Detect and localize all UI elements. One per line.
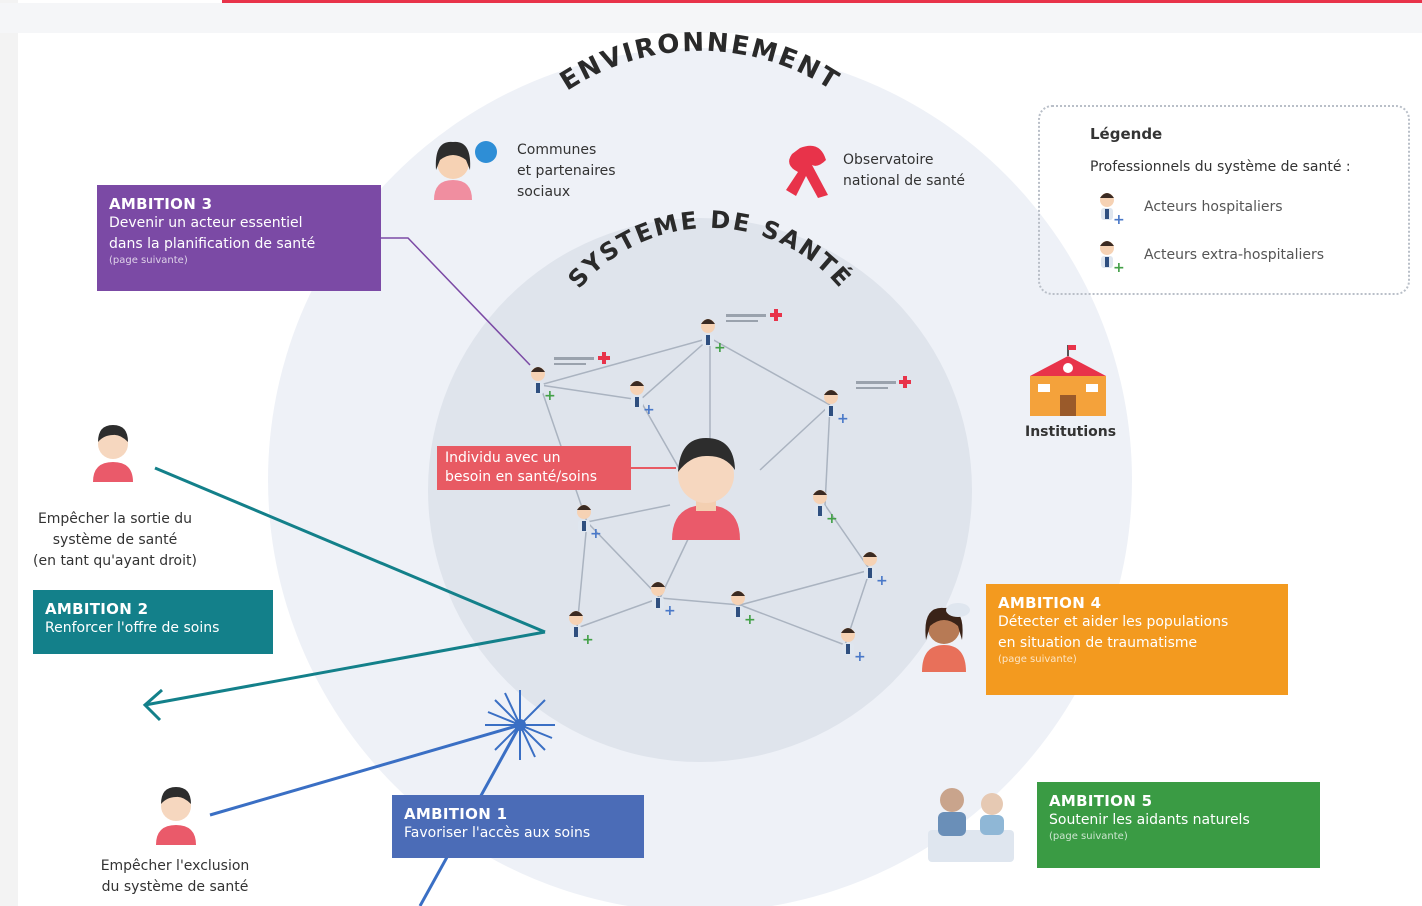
ambition-5-text: Soutenir les aidants naturels: [1049, 812, 1250, 828]
svg-text:+: +: [837, 411, 849, 427]
communes-line: Communes: [517, 142, 597, 158]
network-edges: [539, 337, 871, 646]
institutions-icon: [1030, 345, 1106, 416]
professional-icon: +: [701, 319, 726, 356]
svg-text:+: +: [664, 603, 676, 619]
observatoire-line: Observatoire: [843, 152, 934, 168]
professional-icon: +: [569, 611, 594, 648]
ambition-5-title: AMBITION 5: [1049, 792, 1153, 810]
professional-icon: +: [630, 381, 655, 418]
legend-box: Légende Professionnels du système de san…: [1038, 105, 1410, 295]
ambition-4-box: AMBITION 4 Détecter et aider les populat…: [986, 584, 1288, 695]
ambition-2-box: AMBITION 2 Renforcer l'offre de soins: [33, 590, 273, 654]
sortie-line: (en tant qu'ayant droit): [33, 553, 197, 569]
sortie-label: Empêcher la sortie du système de santé (…: [20, 509, 210, 572]
professional-icon: +: [731, 591, 756, 628]
professional-icon: +: [813, 490, 838, 527]
exclusion-label: Empêcher l'exclusion du système de santé: [80, 856, 270, 898]
ambition-3-box: AMBITION 3 Devenir un acteur essentiel d…: [97, 185, 381, 291]
professional-icon: +: [841, 628, 866, 665]
ambition-5-note: (page suivante): [1049, 831, 1128, 842]
individual-label: Individu avec un besoin en santé/soins: [437, 446, 631, 490]
top-strip: [0, 3, 1422, 33]
exit-arrow: [142, 466, 546, 722]
person-exclusion-icon: [156, 787, 196, 845]
svg-text:+: +: [826, 511, 838, 527]
professional-icon: +: [863, 552, 888, 589]
ambition-3-line: dans la planification de santé: [109, 236, 316, 252]
svg-text:+: +: [544, 388, 556, 404]
professional-icon: +: [651, 582, 676, 619]
professional-icon: +: [577, 505, 602, 542]
professional-icon: +: [531, 367, 556, 404]
ambition-5-box: AMBITION 5 Soutenir les aidants naturels…: [1037, 782, 1320, 868]
institutions-label: Institutions: [1025, 424, 1117, 440]
ambition-3-line: Devenir un acteur essentiel: [109, 215, 303, 231]
top-accent-bar: [222, 0, 1422, 3]
communes-label: Communes et partenaires sociaux: [517, 140, 616, 203]
ambition-4-note: (page suivante): [998, 654, 1077, 665]
left-margin-strip: [0, 0, 18, 906]
person-sortie-icon: [93, 425, 133, 482]
individual-label-line: Individu avec un: [445, 450, 561, 466]
ambition-4-line: en situation de traumatisme: [998, 635, 1198, 651]
observatoire-line: national de santé: [843, 173, 965, 189]
ambition-4-line: Détecter et aider les populations: [998, 614, 1229, 630]
logo-text-marks: [554, 314, 896, 389]
legend-extra-hospital-icon: +: [1100, 241, 1125, 276]
exclusion-line: du système de santé: [101, 879, 249, 895]
svg-text:+: +: [582, 632, 594, 648]
legend-hospital-label: Acteurs hospitaliers: [1144, 199, 1283, 215]
ambition-1-title: AMBITION 1: [404, 805, 508, 823]
sortie-line: système de santé: [52, 532, 178, 548]
individual-label-line: besoin en santé/soins: [445, 469, 597, 485]
ambition-3-note: (page suivante): [109, 255, 188, 266]
communes-line: et partenaires: [517, 163, 616, 179]
ambition-1-text: Favoriser l'accès aux soins: [404, 825, 591, 841]
legend-extra-hospital-label: Acteurs extra-hospitaliers: [1144, 247, 1325, 263]
svg-text:+: +: [714, 340, 726, 356]
svg-text:+: +: [876, 573, 888, 589]
observatoire-label: Observatoire national de santé: [843, 150, 965, 192]
red-cross-logo: [598, 309, 911, 388]
svg-text:+: +: [744, 612, 756, 628]
svg-text:+: +: [643, 402, 655, 418]
lion-emblem-icon: [786, 145, 828, 198]
legend-hospital-icon: +: [1100, 193, 1125, 228]
svg-text:+: +: [854, 649, 866, 665]
legend-subtitle: Professionnels du système de santé :: [1090, 159, 1351, 175]
professional-icon: +: [824, 390, 849, 427]
legend-title: Légende: [1090, 125, 1163, 143]
svg-text:+: +: [1113, 212, 1125, 228]
ambition-4-title: AMBITION 4: [998, 594, 1102, 612]
exclusion-line: Empêcher l'exclusion: [100, 858, 250, 874]
trauma-person-icon: [922, 603, 970, 672]
svg-text:+: +: [1113, 260, 1125, 276]
caregivers-icon: [928, 788, 1014, 862]
communes-icon: [434, 141, 497, 200]
ambition3-connector: [380, 237, 531, 366]
starburst-center: [514, 719, 526, 731]
ambition-3-title: AMBITION 3: [109, 195, 213, 213]
ambition-2-text: Renforcer l'offre de soins: [45, 620, 220, 636]
sortie-line: Empêcher la sortie du: [37, 511, 193, 527]
ambition-1-box: AMBITION 1 Favoriser l'accès aux soins: [392, 795, 644, 858]
communes-line: sociaux: [517, 184, 571, 200]
ambition-2-title: AMBITION 2: [45, 600, 149, 618]
individual-avatar: [672, 438, 740, 540]
svg-text:+: +: [590, 526, 602, 542]
